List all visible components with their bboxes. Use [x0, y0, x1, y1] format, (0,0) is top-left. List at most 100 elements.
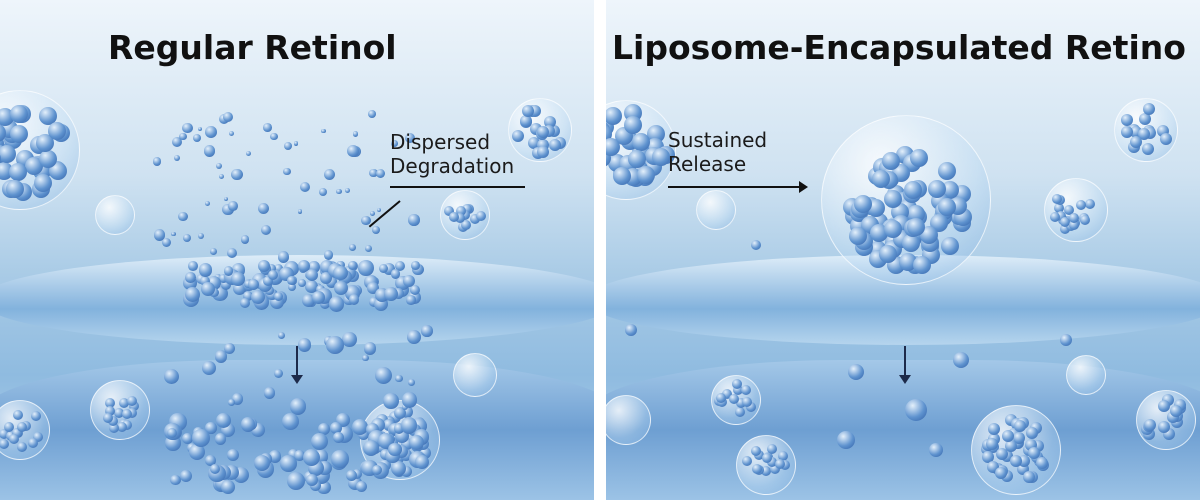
retinol-particle: [848, 364, 864, 380]
retinol-particle: [751, 445, 762, 456]
retinol-particle: [28, 438, 39, 449]
retinol-particle: [405, 132, 416, 143]
retinol-particle: [318, 423, 331, 436]
retinol-particle: [733, 384, 744, 395]
retinol-particle: [872, 169, 891, 188]
retinol-particle: [837, 431, 855, 449]
retinol-particle: [127, 407, 138, 418]
retinol-particle: [469, 214, 480, 225]
retinol-particle: [162, 237, 172, 248]
retinol-particle: [369, 168, 378, 178]
retinol-particle: [378, 264, 388, 274]
retinol-particle: [769, 464, 780, 475]
retinol-particle: [393, 423, 405, 435]
retinol-particle: [215, 162, 222, 169]
retinol-particle: [406, 295, 416, 305]
retinol-particle: [362, 354, 369, 361]
retinol-particle: [171, 136, 183, 148]
retinol-particle: [297, 259, 311, 273]
retinol-particle: [374, 367, 392, 385]
retinol-particle: [884, 189, 903, 208]
retinol-particle: [408, 434, 425, 451]
retinol-particle: [370, 211, 376, 217]
liposome-bubble: [1044, 178, 1108, 242]
retinol-particle: [17, 442, 28, 453]
retinol-particle: [269, 132, 278, 141]
retinol-particle: [224, 342, 236, 354]
retinol-particle: [257, 203, 269, 215]
retinol-particle: [121, 409, 132, 420]
retinol-particle: [185, 272, 196, 283]
retinol-particle: [1060, 224, 1071, 235]
retinol-particle: [631, 133, 650, 152]
retinol-particle: [328, 296, 345, 312]
retinol-particle: [1005, 440, 1018, 453]
retinol-particle: [345, 470, 357, 481]
retinol-particle: [728, 393, 739, 404]
retinol-particle: [226, 247, 237, 258]
retinol-particle: [330, 421, 342, 434]
retinol-particle: [170, 475, 181, 486]
retinol-particle: [126, 395, 137, 406]
retinol-particle: [1129, 135, 1142, 148]
retinol-particle: [1013, 431, 1026, 444]
retinol-particle: [745, 402, 756, 413]
retinol-particle: [352, 131, 358, 137]
retinol-particle: [302, 448, 321, 467]
retinol-particle: [282, 167, 291, 176]
retinol-particle: [166, 428, 178, 439]
retinol-particle: [305, 474, 318, 487]
retinol-particle: [24, 157, 43, 176]
retinol-particle: [220, 279, 232, 290]
retinol-particle: [1056, 210, 1067, 221]
retinol-particle: [1143, 418, 1156, 431]
retinol-particle: [10, 104, 29, 123]
retinol-particle: [9, 433, 20, 444]
retinol-particle: [401, 391, 418, 408]
retinol-particle: [308, 261, 321, 273]
retinol-particle: [210, 248, 218, 256]
right-arrow-icon: [668, 181, 808, 193]
retinol-particle: [227, 448, 240, 461]
retinol-particle: [383, 393, 399, 409]
retinol-particle: [907, 217, 926, 236]
retinol-particle: [1080, 214, 1091, 225]
retinol-particle: [278, 331, 286, 339]
retinol-particle: [909, 148, 928, 167]
retinol-particle: [198, 263, 212, 277]
retinol-particle: [288, 449, 299, 461]
retinol-particle: [994, 466, 1007, 479]
retinol-particle: [395, 374, 403, 383]
retinol-particle: [306, 268, 319, 281]
retinol-particle: [231, 393, 244, 405]
retinol-particle: [624, 116, 643, 135]
retinol-particle: [407, 379, 415, 387]
retinol-particle: [293, 141, 299, 146]
retinol-particle: [333, 265, 348, 280]
retinol-particle: [287, 282, 296, 292]
retinol-particle: [1120, 126, 1133, 139]
retinol-particle: [448, 211, 459, 222]
retinol-particle: [267, 270, 278, 280]
retinol-particle: [879, 244, 898, 263]
retinol-particle: [1060, 334, 1072, 346]
retinol-particle: [197, 126, 202, 131]
retinol-particle: [1002, 429, 1015, 442]
retinol-particle: [188, 261, 199, 271]
retinol-particle: [286, 275, 296, 285]
retinol-particle: [319, 187, 328, 196]
retinol-particle: [870, 223, 889, 242]
retinol-particle: [549, 139, 562, 152]
liposome-bubble: [453, 353, 497, 397]
retinol-particle: [6, 180, 24, 199]
retinol-particle: [228, 201, 238, 212]
retinol-particle: [200, 281, 216, 297]
retinol-particle: [326, 336, 344, 354]
retinol-particle: [361, 215, 371, 226]
liposome-bubble: [95, 195, 135, 235]
retinol-particle: [273, 263, 283, 274]
retinol-particle: [182, 122, 193, 134]
retinol-particle: [116, 422, 127, 433]
retinol-particle: [273, 368, 283, 378]
